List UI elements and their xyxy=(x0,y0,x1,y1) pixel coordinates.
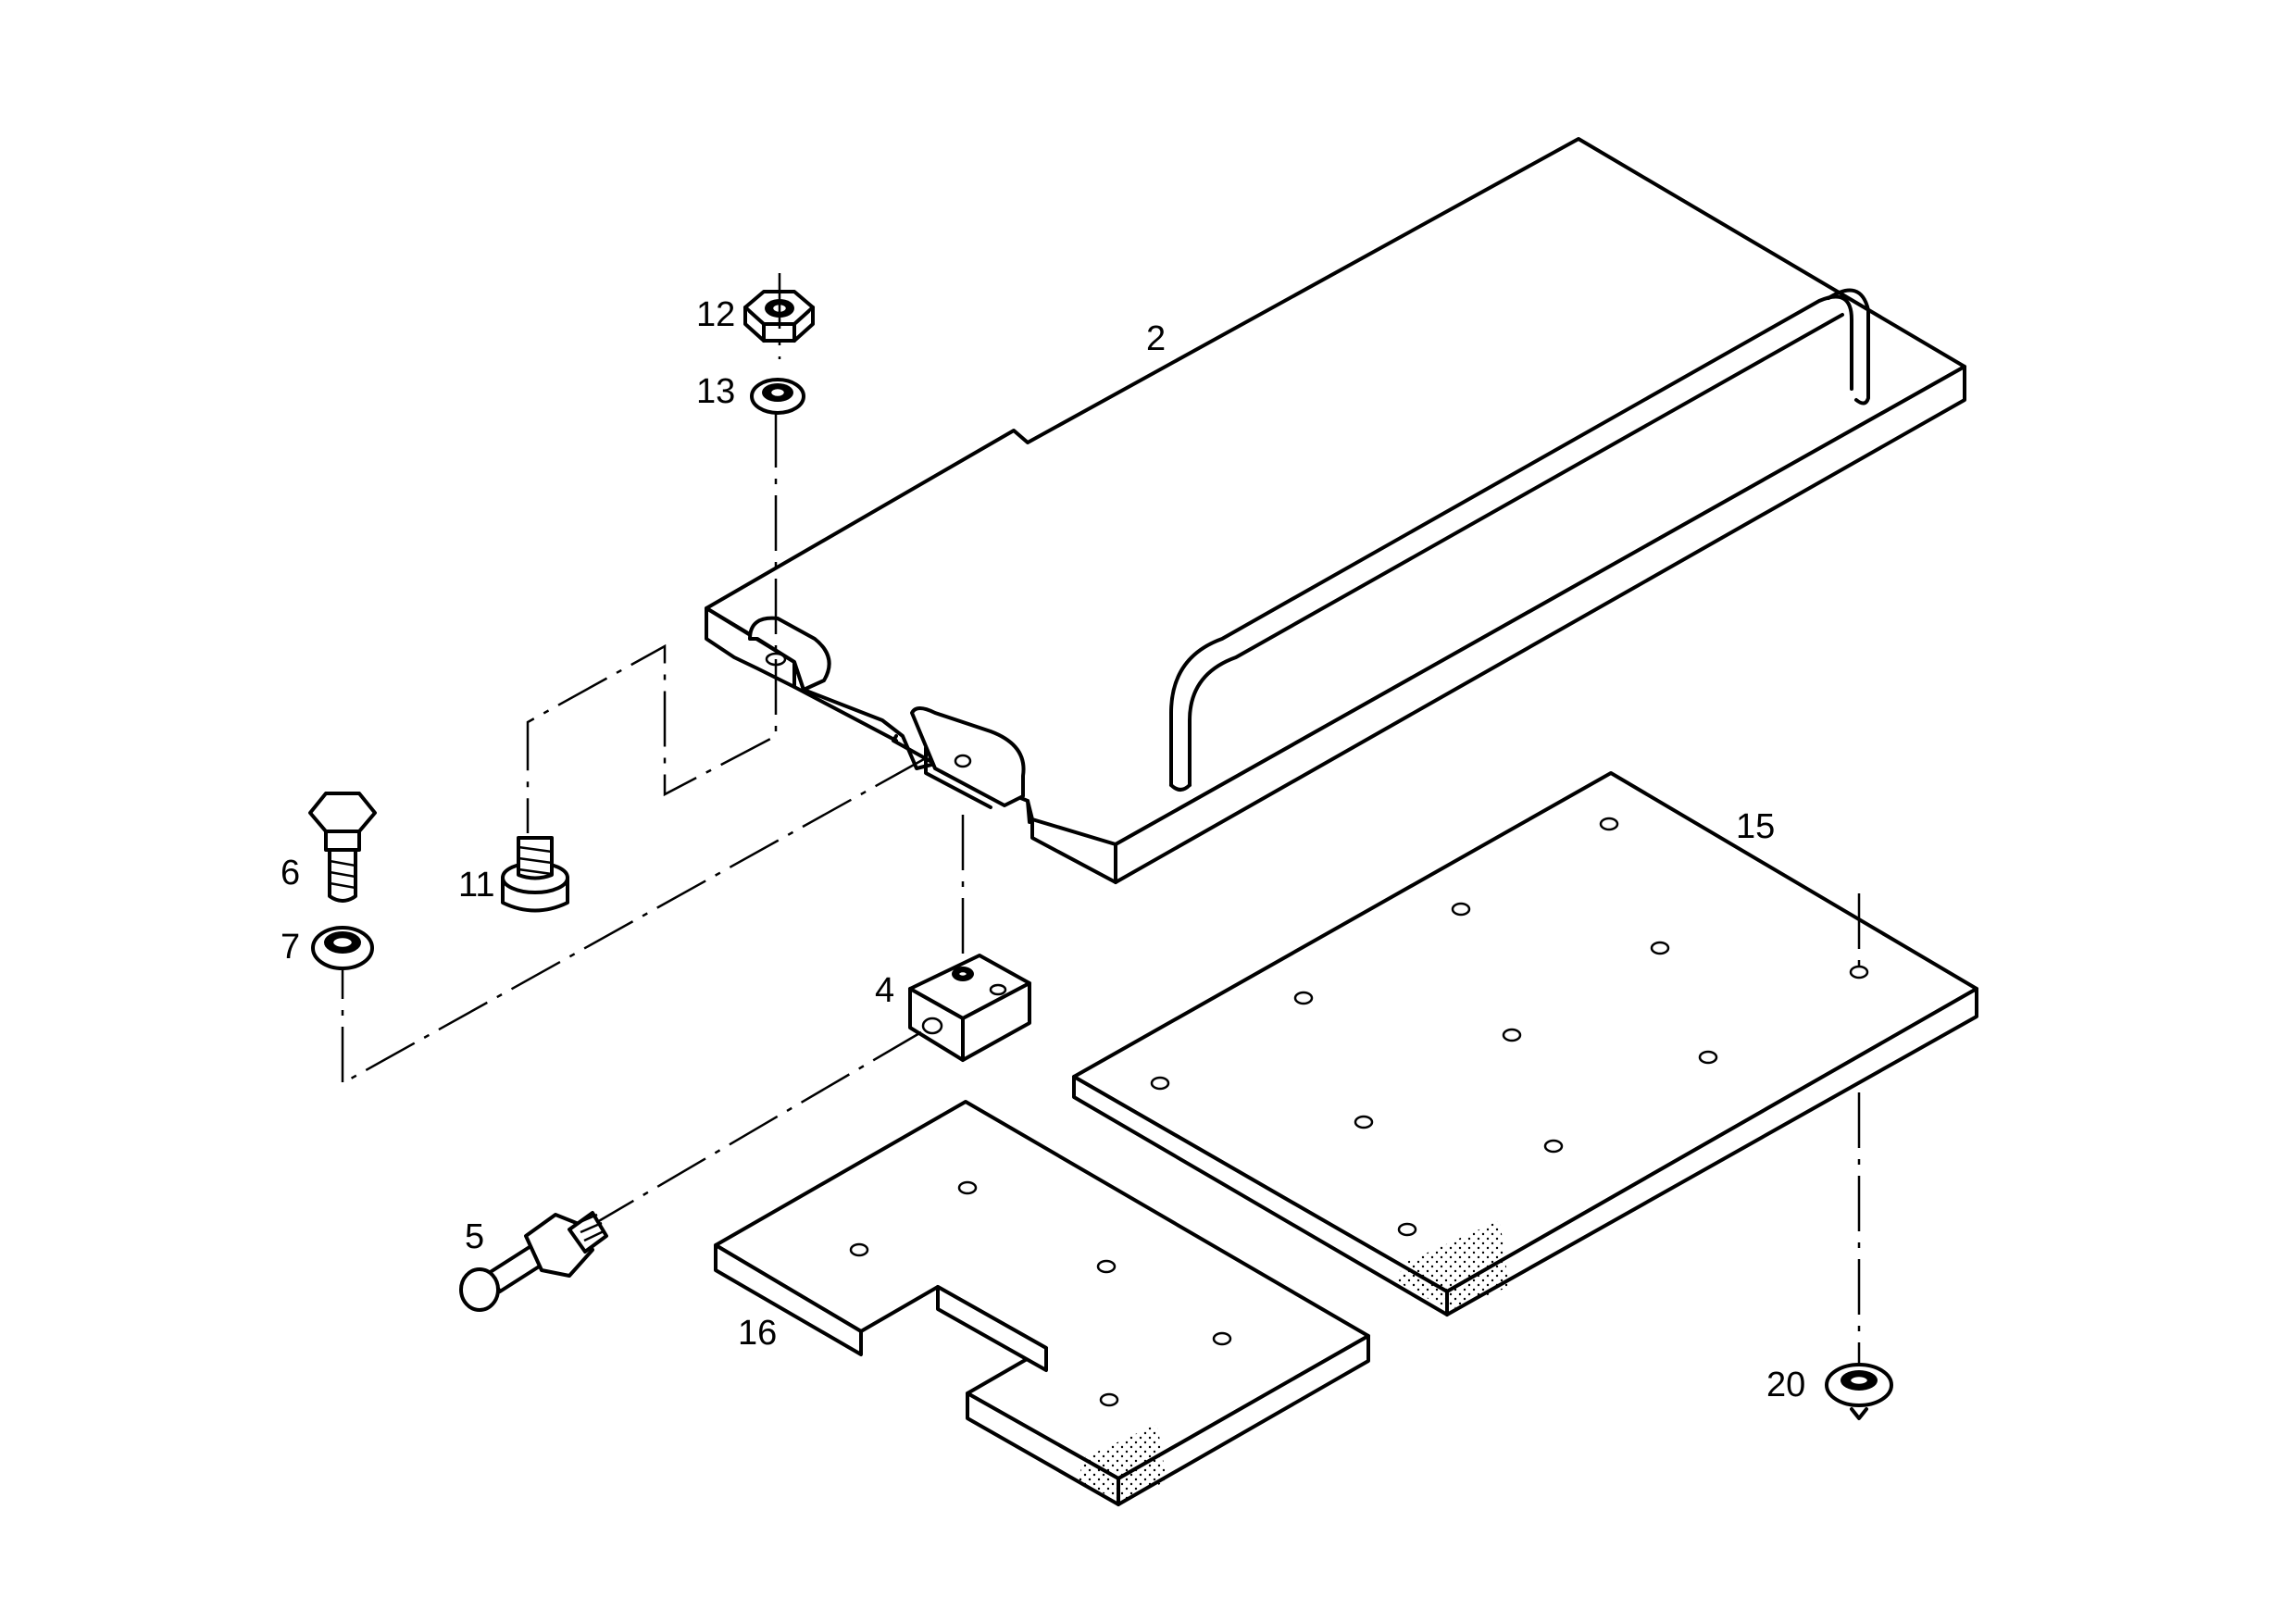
callout-15: 15 xyxy=(1736,807,1775,846)
assembly-center-lines xyxy=(341,273,1861,1365)
part-7-washer xyxy=(311,926,374,970)
callout-7: 7 xyxy=(281,928,300,967)
part-4-clamp-block xyxy=(908,954,1031,1062)
callout-labels: 2 4 5 6 7 11 12 13 15 16 20 xyxy=(281,295,1805,1404)
part-11-set-screw xyxy=(501,836,569,913)
part-5-bolt xyxy=(459,1211,608,1312)
part-16-notched-plate xyxy=(714,1100,1370,1506)
callout-2: 2 xyxy=(1146,319,1166,358)
part-15-base-plate xyxy=(1072,771,1978,1316)
part-2-cover-plate xyxy=(705,137,1966,884)
part-20-foot xyxy=(1825,1363,1893,1420)
plate-16-holes xyxy=(849,1180,1232,1407)
part-13-washer xyxy=(750,378,805,415)
part-6-hex-bolt xyxy=(308,792,377,903)
plate-15-holes xyxy=(1150,817,1869,1237)
callout-6: 6 xyxy=(281,854,300,892)
callout-13: 13 xyxy=(696,372,735,411)
callout-12: 12 xyxy=(696,295,735,334)
callout-16: 16 xyxy=(738,1314,777,1353)
callout-11: 11 xyxy=(458,866,494,905)
callout-5: 5 xyxy=(465,1217,484,1256)
callout-20: 20 xyxy=(1766,1366,1805,1404)
callout-4: 4 xyxy=(875,971,894,1010)
